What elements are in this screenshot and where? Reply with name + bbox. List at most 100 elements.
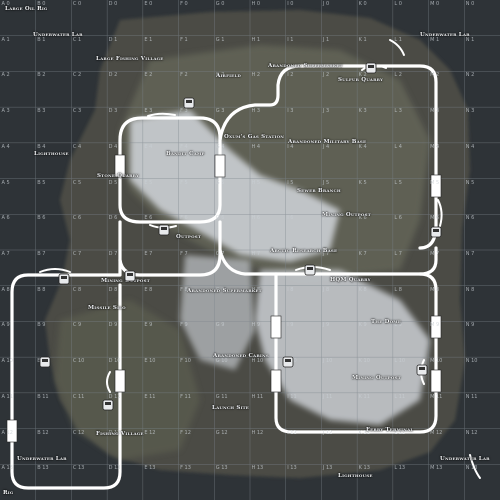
grid-cell-label: F 4 [180,143,188,150]
grid-cell-label: M 5 [430,179,440,186]
grid-cell-label: N 7 [465,251,475,257]
grid-cell-label: B 11 [37,393,49,400]
grid-cell-label: C 12 [72,429,85,436]
grid-cell-label: K 9 [358,322,367,329]
grid-cell-label: B 12 [37,429,49,436]
grid-cell-label: H 13 [251,465,264,472]
grid-cell-label: F 8 [180,286,188,293]
location-underwater-lab-se: Underwater Lab [440,456,490,462]
grid-cell-label: G 13 [215,465,228,472]
rail-line [218,64,438,250]
grid-cell-label: I 7 [287,251,294,257]
grid-cell-label: B 1 [37,36,46,43]
location-rig: Rig [3,490,14,496]
grid-cell-label: A 4 [1,143,10,150]
grid-cell-label: N 1 [465,36,475,43]
grid-cell-label: F 6 [180,215,188,222]
grid-cell-label: B 4 [37,143,46,150]
grid-cell-label: M 1 [430,36,440,43]
grid-cell-label: B 7 [37,251,46,257]
rail-line [10,258,122,490]
grid-cell-label: E 10 [144,358,156,365]
grid-cell-label: I 12 [287,429,297,436]
rail-line [118,220,222,277]
grid-cell-label: H 5 [251,179,261,186]
grid-cell-label: F 0 [180,1,188,7]
grid-cell-label: G 6 [215,215,225,222]
location-the-dome: The Dome [371,319,402,325]
grid-cell-label: C 8 [72,286,82,293]
grid-cell-label: N 4 [465,143,475,150]
grid-cell-label: L 11 [394,393,406,400]
grid-cell-label: D 13 [108,465,121,472]
grid-cell-label: H 3 [251,108,261,115]
grid-cell-label: K 8 [358,286,367,293]
grid-cell-label: L 10 [394,358,406,365]
grid-cell-label: N 0 [465,1,475,7]
location-large-oil-rig: Large Oil Rig [5,6,48,12]
grid-cell-label: N 13 [465,465,478,472]
grid-cell-label: L 12 [394,429,406,436]
grid-cell-label: L 9 [394,322,402,329]
grid-cell-label: D 4 [108,143,118,150]
grid-cell-label: L 1 [394,36,402,43]
rail-spur [389,39,405,56]
grid-cell-label: J 12 [322,429,333,436]
grid-cell-label: I 6 [287,215,294,222]
grid-cell-label: G 2 [215,72,225,79]
grid-cell-label: H 10 [251,358,264,365]
location-underwater-lab-ne: Underwater Lab [420,32,470,38]
grid-cell-label: E 13 [144,465,156,472]
platform [6,419,18,443]
grid-cell-label: M 9 [430,322,440,329]
grid-cell-label: E 9 [144,322,153,329]
grid-cell-label: J 1 [322,36,330,43]
grid-cell-label: E 8 [144,286,153,293]
snow-region-central [130,110,340,262]
grid-cell-label: K 13 [358,465,370,472]
location-mining-outpost-ne: Mining Outpost [322,212,371,218]
grid-cell-label: E 12 [144,429,156,436]
grid-cell-label: I 4 [287,143,294,150]
grid-cell-label: I 8 [287,286,294,293]
rail-spur [437,199,443,227]
grid-cell-label: F 11 [180,393,191,400]
grid-cell-label: D 8 [108,286,118,293]
grid-cell-label: F 13 [180,465,191,472]
grid-cell-label: H 2 [251,72,261,79]
grid-cell-label: E 5 [144,179,153,186]
grid-cell-label: F 2 [180,72,188,79]
grid-cell-label: L 13 [394,465,406,472]
location-mining-outpost-se: Mining Outpost [352,375,401,381]
location-fishing-village: Fishing Village [96,431,144,437]
grid-cell-label: K 3 [358,108,367,115]
grid-cell-label: D 11 [108,393,121,400]
grid-cell-label: H 4 [251,143,261,150]
grid-cell-label: B 8 [37,286,46,293]
grid-cell-label: J 5 [322,179,330,186]
grid-cell-label: B 9 [37,322,46,329]
grid-cell-label: A 5 [1,179,10,186]
platform [114,369,126,393]
rail-spur [106,371,111,393]
location-airfield: Airfield [216,73,242,79]
grid-cell-label: H 12 [251,429,264,436]
grid-cell-label: M 0 [430,1,440,7]
platform [430,315,442,339]
grid-cell-label: E 6 [144,215,153,222]
location-large-fishing-village: Large Fishing Village [96,56,164,62]
location-sewer-branch: Sewer Branch [297,188,341,194]
grid-cell-label: D 3 [108,108,118,115]
location-oxums-gas-station: Oxum's Gas Station [224,134,285,140]
location-stone-quarry: Stone Quarry [97,173,140,179]
grid-cell-label: I 13 [287,465,297,472]
grid-cell-label: N 5 [465,179,475,186]
grid-cell-label: K 0 [358,1,367,7]
grid-cell-label: D 10 [108,358,121,365]
location-bandit-camp: Bandit Camp [166,151,205,157]
grid-cell-label: K 6 [358,215,367,222]
grid-cell-label: K 2 [358,72,367,79]
grid-cell-label: E 11 [144,393,156,400]
